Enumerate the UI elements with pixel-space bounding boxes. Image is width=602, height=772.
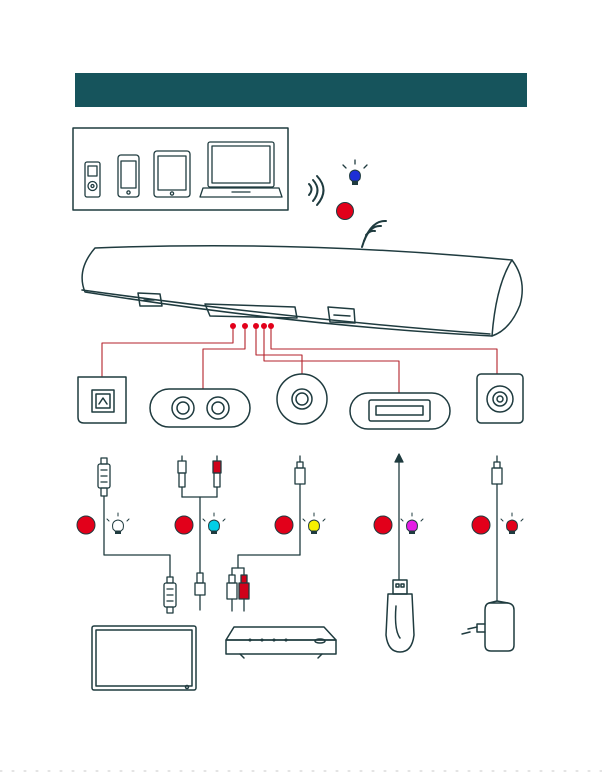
input-wires [102, 326, 497, 393]
led-indicators [107, 513, 523, 534]
aux-to-rca-cable-icon [227, 456, 305, 611]
input-dot-usb [261, 323, 267, 329]
dc-cable-icon [492, 456, 502, 601]
bluetooth-status-dot [337, 203, 354, 220]
power-adapter-icon [462, 601, 514, 651]
input-dot-optical [230, 323, 236, 329]
input-status-dots [77, 516, 490, 534]
usb-arrow-icon [395, 454, 403, 580]
set-top-box-icon [226, 627, 336, 658]
usb-port-icon [350, 393, 450, 429]
led-yellow-icon [303, 513, 325, 534]
ipod-icon [85, 162, 100, 197]
optical-cable-icon [98, 458, 176, 613]
input-dots [230, 323, 274, 329]
source-devices-panel [73, 128, 288, 210]
usb-stick-icon [386, 580, 414, 652]
rca-port-icon [150, 389, 250, 427]
led-white-icon [107, 513, 129, 534]
optical-port-icon [78, 377, 126, 423]
input-dot-aux [253, 323, 259, 329]
input-dot-rca [242, 323, 248, 329]
laptop-icon [200, 142, 282, 197]
tablet-icon [154, 151, 190, 197]
input-dot-dc [268, 323, 274, 329]
led-cyan-icon [203, 513, 225, 534]
aux-jack-port-icon [277, 374, 327, 424]
led-red-icon [501, 513, 523, 534]
bluetooth-led-icon [343, 160, 367, 185]
dc-power-port-icon [477, 374, 523, 423]
tv-icon [92, 626, 196, 690]
soundbar-icon [82, 246, 522, 336]
smartphone-icon [118, 155, 139, 197]
led-magenta-icon [401, 513, 423, 534]
